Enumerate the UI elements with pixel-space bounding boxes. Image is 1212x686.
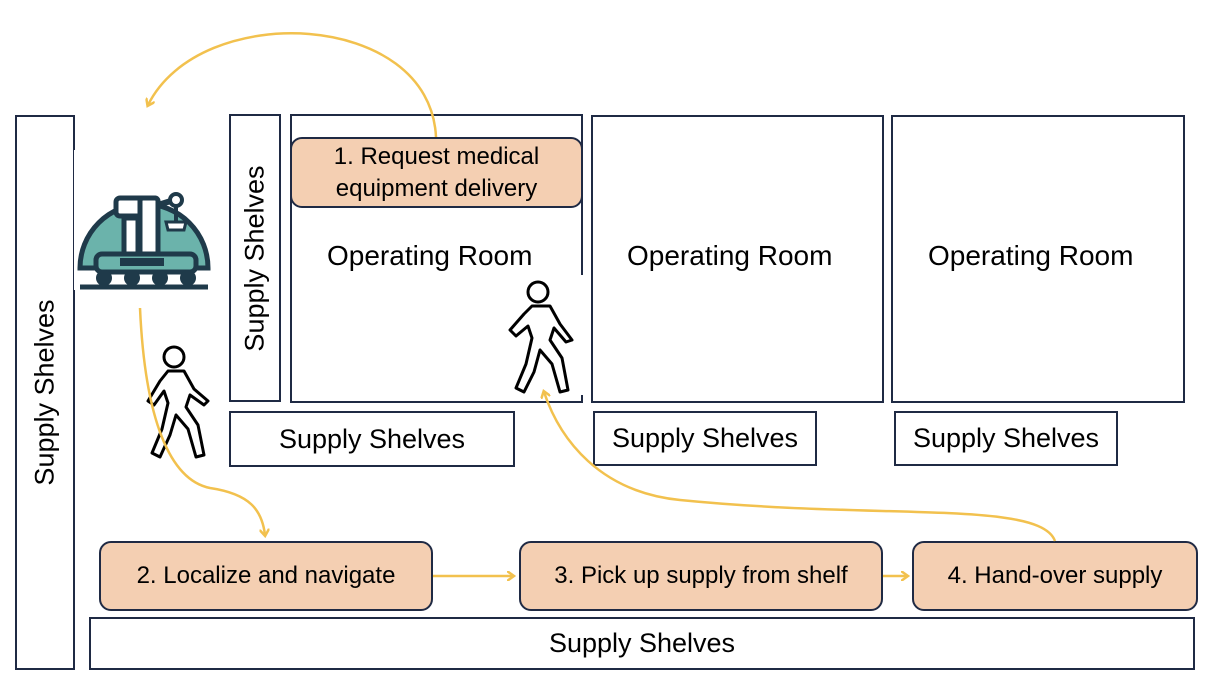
step-1-request: 1. Request medical equipment delivery [290, 137, 583, 208]
shelves-bottom-label: Supply Shelves [548, 628, 736, 659]
shelves-room3-bottom: Supply Shelves [894, 411, 1118, 466]
shelves-room2-bottom: Supply Shelves [593, 411, 817, 466]
operating-room-3-label: Operating Room [928, 240, 1134, 271]
room1-door-gap [579, 275, 585, 395]
operating-room-1-label: Operating Room [327, 240, 533, 271]
step-4-label: 4. Hand-over supply [947, 562, 1163, 590]
shelves-room1-bottom: Supply Shelves [229, 411, 515, 467]
shelves-inner-vertical-label: Supply Shelves [239, 164, 270, 352]
step-1-line-2: equipment delivery [335, 174, 538, 202]
operating-room-2 [591, 115, 884, 403]
shelves-inner-vertical: Supply Shelves [229, 114, 281, 402]
operating-room-2-label: Operating Room [627, 240, 833, 271]
walking-person-icon [146, 345, 210, 459]
step-2-localize: 2. Localize and navigate [99, 541, 433, 611]
shelves-room1-bottom-label: Supply Shelves [278, 423, 466, 454]
step-3-pickup: 3. Pick up supply from shelf [519, 541, 883, 611]
step-3-label: 3. Pick up supply from shelf [554, 562, 848, 590]
shelves-bottom: Supply Shelves [89, 617, 1195, 670]
walking-person-icon [508, 280, 574, 394]
shelves-left-label: Supply Shelves [29, 299, 60, 486]
step-1-line-1: 1. Request medical [333, 143, 540, 171]
shelves-room3-bottom-label: Supply Shelves [912, 423, 1100, 454]
shelves-room2-bottom-label: Supply Shelves [611, 423, 799, 454]
step-4-handover: 4. Hand-over supply [912, 541, 1198, 611]
step-2-label: 2. Localize and navigate [136, 562, 396, 590]
shelves-left: Supply Shelves [15, 115, 75, 670]
robot-icon [74, 150, 214, 290]
